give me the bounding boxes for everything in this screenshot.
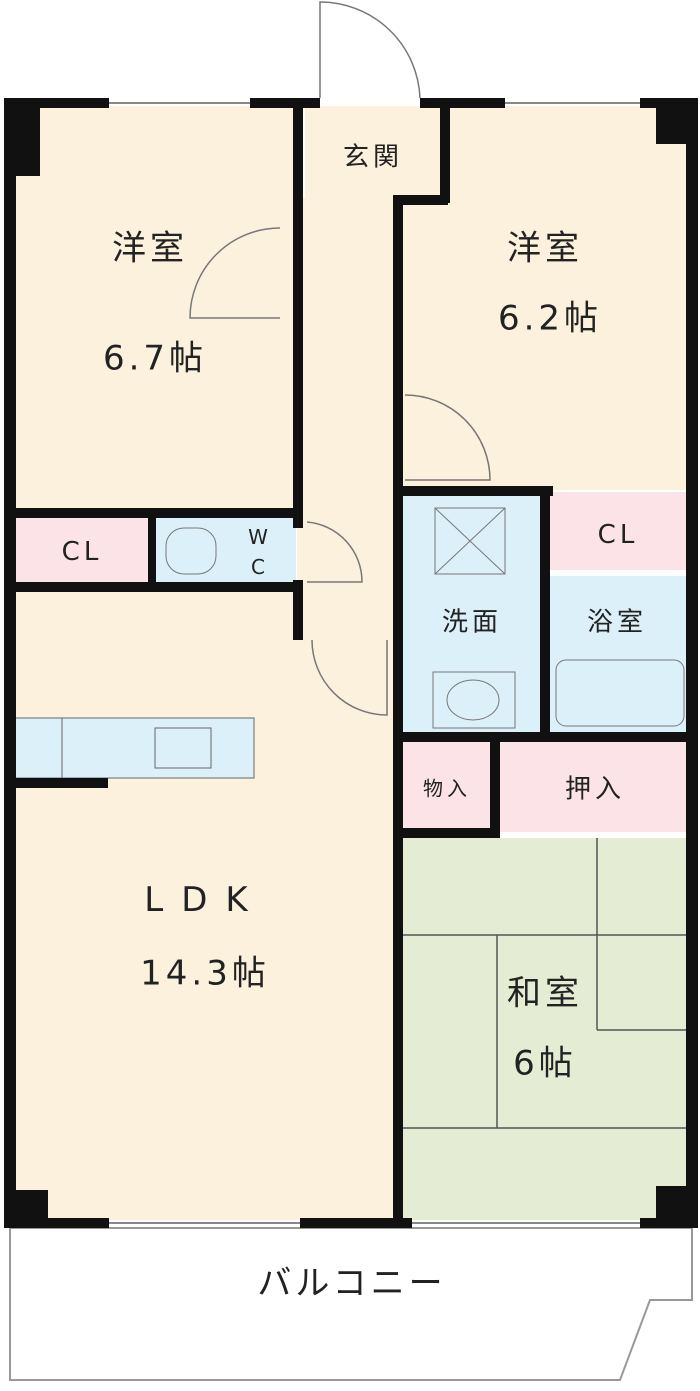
ldk-label: LDK [144, 880, 266, 920]
oshiire-floor [500, 742, 690, 832]
washroom-label: 洗面 [441, 607, 503, 638]
toilet-label-c: C [251, 555, 269, 579]
storage-label: 物入 [423, 776, 471, 801]
wash-basin [432, 671, 516, 729]
bathroom-floor [546, 576, 690, 734]
door-swings [189, 1, 491, 716]
balcony-label: バルコニー [257, 1263, 447, 1304]
kitchen-sink [154, 727, 212, 769]
west-bedroom-size: 6.7帖 [102, 338, 208, 379]
closet-right-floor [546, 492, 690, 570]
ldk-floor [14, 590, 397, 1220]
washitsu-label: 和室 [507, 973, 583, 1014]
washroom-floor [403, 496, 541, 734]
closet-right-label: CL [597, 520, 639, 550]
kitchen-counter [13, 717, 255, 779]
west-bedroom-floor [14, 106, 297, 512]
east-bedroom-size: 6.2帖 [497, 298, 603, 339]
corridor-floor [297, 198, 397, 638]
washitsu-floor [403, 838, 690, 1220]
washitsu-size: 6帖 [513, 1043, 577, 1084]
walls [4, 98, 698, 1228]
entrance-label: 玄関 [342, 142, 404, 173]
closet-left-label: CL [61, 537, 103, 567]
oshiire-label: 押入 [564, 774, 626, 805]
ldk-size: 14.3帖 [140, 953, 270, 994]
toilet-bowl [165, 527, 217, 575]
tatami-lines [403, 838, 690, 1129]
windows [109, 102, 640, 1224]
west-bedroom-label: 洋室 [112, 228, 188, 269]
closet-left-floor [14, 516, 152, 586]
storage-floor [403, 742, 491, 830]
toilet-label-w: W [248, 525, 272, 549]
east-bedroom-label: 洋室 [507, 228, 583, 269]
washer-space [434, 507, 506, 575]
toilet-floor [156, 516, 296, 586]
bathroom-label: 浴室 [586, 607, 648, 638]
bathtub [555, 659, 685, 727]
